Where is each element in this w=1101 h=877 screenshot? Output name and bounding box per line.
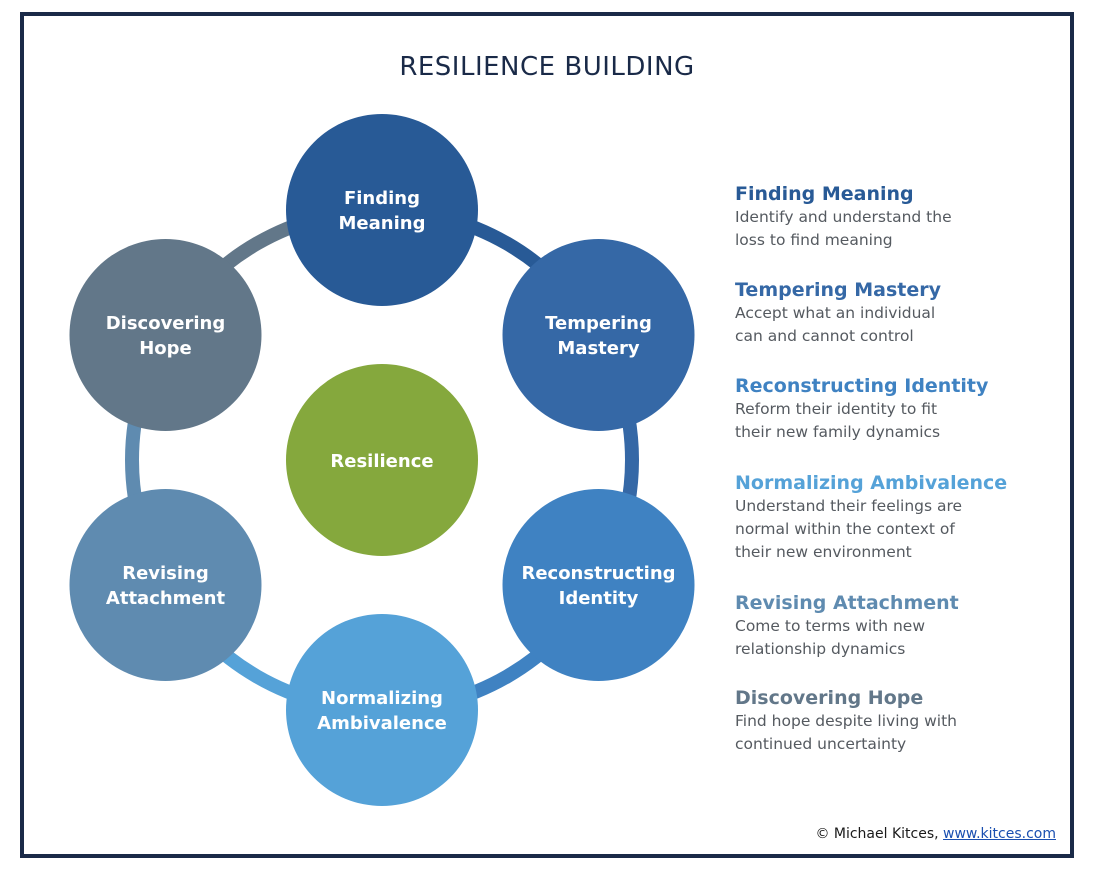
node-circle [502,239,695,431]
desc-revising-attachment: Revising Attachment Come to terms with n… [735,591,1065,661]
node-label: Meaning [339,213,426,234]
node-label: Attachment [106,588,226,609]
node-label: Finding [344,188,420,209]
center-circle [286,364,478,556]
desc-tempering-mastery: Tempering Mastery Accept what an individ… [735,278,1065,348]
desc-body: Reform their identity to fit their new f… [735,400,941,441]
node-label: Tempering [545,313,652,334]
node-label: Identity [559,588,639,609]
kitces-link[interactable]: www.kitces.com [943,826,1056,842]
node-label: Reconstructing [521,563,675,584]
desc-body: Understand their feelings are normal wit… [735,497,963,561]
node-circle [286,614,478,806]
node-circle [69,239,262,431]
desc-title: Reconstructing Identity [735,375,989,397]
center-label: Resilience [330,451,433,472]
desc-finding-meaning: Finding Meaning Identify and understand … [735,182,1065,252]
node-label: Revising [122,563,209,584]
desc-title: Normalizing Ambivalence [735,472,1008,494]
resilience-cycle-diagram: FindingMeaningTemperingMasteryReconstruc… [69,114,695,806]
node-label: Normalizing [321,688,443,709]
desc-body: Come to terms with new relationship dyna… [735,617,926,658]
desc-body: Find hope despite living with continued … [735,712,957,753]
desc-body: Identify and understand the loss to find… [735,208,952,249]
node-circle [286,114,478,306]
node-circle [69,489,262,681]
node-label: Hope [139,338,192,359]
desc-title: Revising Attachment [735,592,959,614]
node-label: Discovering [106,313,226,334]
node-label: Ambivalence [317,713,447,734]
desc-normalizing-ambivalence: Normalizing Ambivalence Understand their… [735,471,1065,564]
credit-text: © Michael Kitces, [815,826,944,842]
desc-reconstructing-identity: Reconstructing Identity Reform their ide… [735,374,1065,444]
desc-title: Discovering Hope [735,687,924,709]
node-circle [502,489,695,681]
credit-line: © Michael Kitces, www.kitces.com [815,826,1056,842]
node-label: Mastery [557,338,639,359]
desc-title: Tempering Mastery [735,279,941,301]
desc-discovering-hope: Discovering Hope Find hope despite livin… [735,686,1065,756]
desc-title: Finding Meaning [735,183,914,205]
page-title: RESILIENCE BUILDING [399,52,695,82]
desc-body: Accept what an individual can and cannot… [735,304,936,345]
